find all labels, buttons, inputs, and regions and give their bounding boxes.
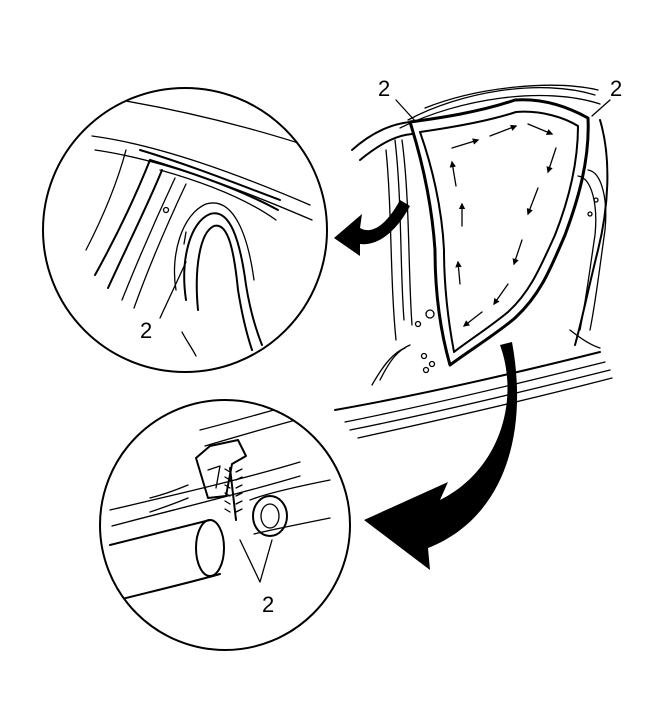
vehicle-body-illustration (334, 84, 613, 439)
arrow-icon (462, 311, 483, 327)
callout-label-top-right: 2 (610, 76, 622, 101)
callout-leader-upper-detail (159, 261, 187, 319)
callout-label-lower-detail: 2 (262, 592, 274, 617)
arrow-icon (449, 160, 457, 187)
lower-detail-view (99, 399, 351, 651)
door-opening-weatherstrip (408, 98, 590, 367)
arrow-icon (512, 239, 523, 266)
upper-detail-view (42, 87, 328, 373)
arrow-icon (451, 138, 480, 149)
callout-leader-top-left (395, 99, 417, 123)
arrow-icon (526, 187, 539, 216)
arrow-icon (455, 260, 462, 285)
curved-arrow-icon (334, 200, 410, 256)
arrow-icon (493, 283, 509, 306)
arrow-icon (527, 123, 554, 135)
curved-arrow-icon (364, 342, 518, 570)
arrow-icon (489, 124, 518, 137)
callout-label-upper-detail: 2 (140, 318, 152, 343)
arrow-icon (546, 147, 557, 174)
callout-label-top-left: 2 (378, 76, 390, 101)
callout-leader-lower-detail (239, 539, 273, 583)
installation-direction-arrows (449, 123, 557, 327)
callout-leader-top-right (591, 99, 611, 117)
